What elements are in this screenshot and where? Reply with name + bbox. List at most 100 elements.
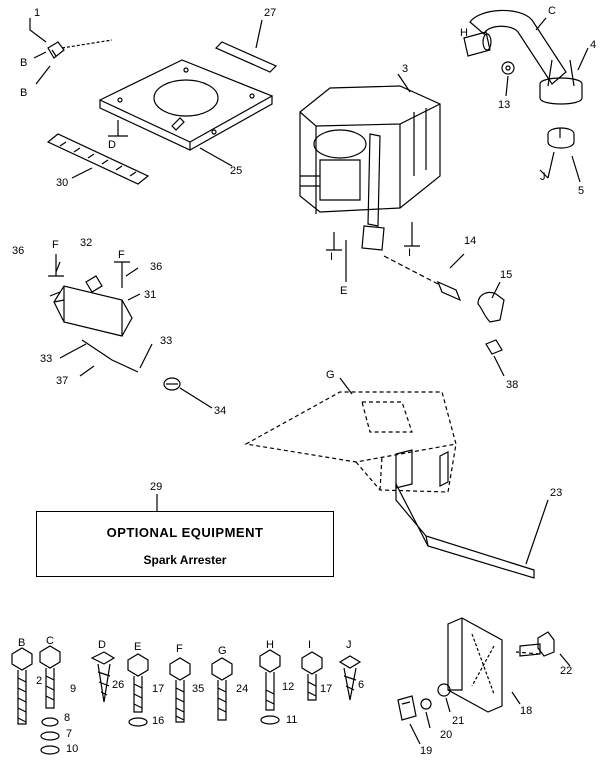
leader-33b bbox=[139, 343, 153, 369]
leader-25 bbox=[199, 147, 233, 167]
hardware-D-screw bbox=[90, 651, 116, 703]
callout-24: 24 bbox=[236, 683, 249, 695]
hardware-E-bolt bbox=[127, 653, 149, 727]
callout-15: 15 bbox=[500, 269, 513, 281]
callout-8: 8 bbox=[64, 712, 71, 724]
callout-5: 5 bbox=[578, 185, 585, 197]
callout-31: 31 bbox=[144, 289, 157, 301]
callout-4: 4 bbox=[590, 39, 597, 51]
callout-2: 2 bbox=[36, 675, 43, 687]
hardware-letter-j: J bbox=[346, 639, 352, 651]
part-5-clamp bbox=[547, 127, 575, 149]
leader-22 bbox=[559, 653, 571, 667]
callout-37: 37 bbox=[56, 375, 69, 387]
callout-38: 38 bbox=[506, 379, 519, 391]
callout-36-left: 36 bbox=[12, 245, 25, 257]
letter-h-top: H bbox=[460, 27, 468, 39]
callout-20: 20 bbox=[440, 729, 453, 741]
part-20-nut bbox=[420, 698, 432, 710]
leader-34 bbox=[179, 387, 213, 409]
callout-1: 1 bbox=[34, 7, 41, 19]
panel-bracket bbox=[395, 449, 449, 489]
leader-5 bbox=[571, 155, 581, 183]
letter-i-right: I bbox=[408, 247, 412, 259]
part-37-wire bbox=[81, 339, 139, 373]
callout-13: 13 bbox=[498, 99, 511, 111]
part-4-exhaust-pipe bbox=[469, 9, 583, 105]
leader-G bbox=[339, 377, 353, 395]
callout-17-i: 17 bbox=[320, 683, 333, 695]
leader-30 bbox=[71, 167, 93, 179]
leader-15 bbox=[491, 281, 501, 299]
letter-i-left: I bbox=[330, 251, 334, 263]
part-13-nut bbox=[501, 61, 515, 75]
letter-e-top: E bbox=[340, 285, 348, 297]
part-27-strip bbox=[214, 41, 278, 73]
part-h-pipe-end bbox=[463, 31, 492, 57]
leader-19 bbox=[409, 723, 421, 745]
leader-36a bbox=[55, 261, 61, 273]
callout-18: 18 bbox=[520, 705, 533, 717]
part-18-bracket bbox=[447, 617, 503, 713]
callout-14: 14 bbox=[464, 235, 477, 247]
letter-f-left: F bbox=[52, 239, 59, 251]
callout-33-left: 33 bbox=[40, 353, 53, 365]
leader-F2 bbox=[114, 261, 130, 288]
letter-j-top: J bbox=[540, 171, 546, 183]
leader-B bbox=[33, 51, 51, 85]
callout-35: 35 bbox=[192, 683, 205, 695]
leader-37 bbox=[79, 365, 95, 377]
callout-19: 19 bbox=[420, 745, 433, 757]
callout-26: 26 bbox=[112, 679, 125, 691]
leader-J bbox=[539, 151, 555, 179]
leader-C bbox=[535, 17, 547, 31]
callout-36-right: 36 bbox=[150, 261, 163, 273]
part-31-muffler bbox=[49, 285, 133, 337]
letter-b-lower: B bbox=[20, 87, 28, 99]
leader-31 bbox=[127, 293, 141, 301]
part-32-clip bbox=[85, 275, 103, 293]
callout-27: 27 bbox=[264, 7, 277, 19]
part-14-pipe bbox=[383, 253, 465, 302]
callout-6: 6 bbox=[358, 679, 365, 691]
hardware-letter-b: B bbox=[18, 637, 26, 649]
callout-32: 32 bbox=[80, 237, 93, 249]
callout-21: 21 bbox=[452, 715, 465, 727]
part-21-washer bbox=[437, 683, 451, 697]
part-34-nut bbox=[163, 377, 181, 391]
part-22-bolt bbox=[519, 631, 555, 657]
leader-18 bbox=[511, 691, 521, 705]
hardware-B-bolt bbox=[11, 647, 33, 725]
optional-equipment-title: OPTIONAL EQUIPMENT bbox=[106, 525, 264, 540]
hardware-letter-f: F bbox=[176, 643, 183, 655]
leader-I2 bbox=[404, 222, 420, 247]
callout-3: 3 bbox=[402, 63, 409, 75]
callout-12: 12 bbox=[282, 681, 295, 693]
hardware-letter-i: I bbox=[308, 639, 312, 651]
hardware-letter-e: E bbox=[134, 641, 142, 653]
hardware-letter-g: G bbox=[218, 645, 227, 657]
callout-29: 29 bbox=[150, 481, 163, 493]
leader-23 bbox=[525, 499, 549, 565]
leader-20 bbox=[425, 711, 431, 729]
hardware-J-screw bbox=[338, 655, 362, 701]
leader-38 bbox=[493, 355, 505, 377]
part-3-engine bbox=[299, 85, 441, 251]
callout-10: 10 bbox=[66, 743, 79, 755]
callout-34: 34 bbox=[214, 405, 227, 417]
hardware-C-bolt bbox=[39, 645, 61, 755]
leader-21 bbox=[445, 697, 451, 713]
callout-23: 23 bbox=[550, 487, 563, 499]
part-15-elbow bbox=[477, 291, 505, 323]
callout-11: 11 bbox=[286, 714, 298, 726]
letter-b-upper: B bbox=[20, 57, 28, 69]
letter-g-top: G bbox=[326, 369, 335, 381]
letter-c-top: C bbox=[548, 5, 556, 17]
frame-panel bbox=[244, 391, 457, 493]
leader-I1 bbox=[326, 232, 342, 251]
leader-36b bbox=[125, 267, 139, 277]
callout-25: 25 bbox=[230, 165, 243, 177]
callout-9: 9 bbox=[70, 683, 77, 695]
hardware-G-bolt bbox=[211, 657, 233, 721]
